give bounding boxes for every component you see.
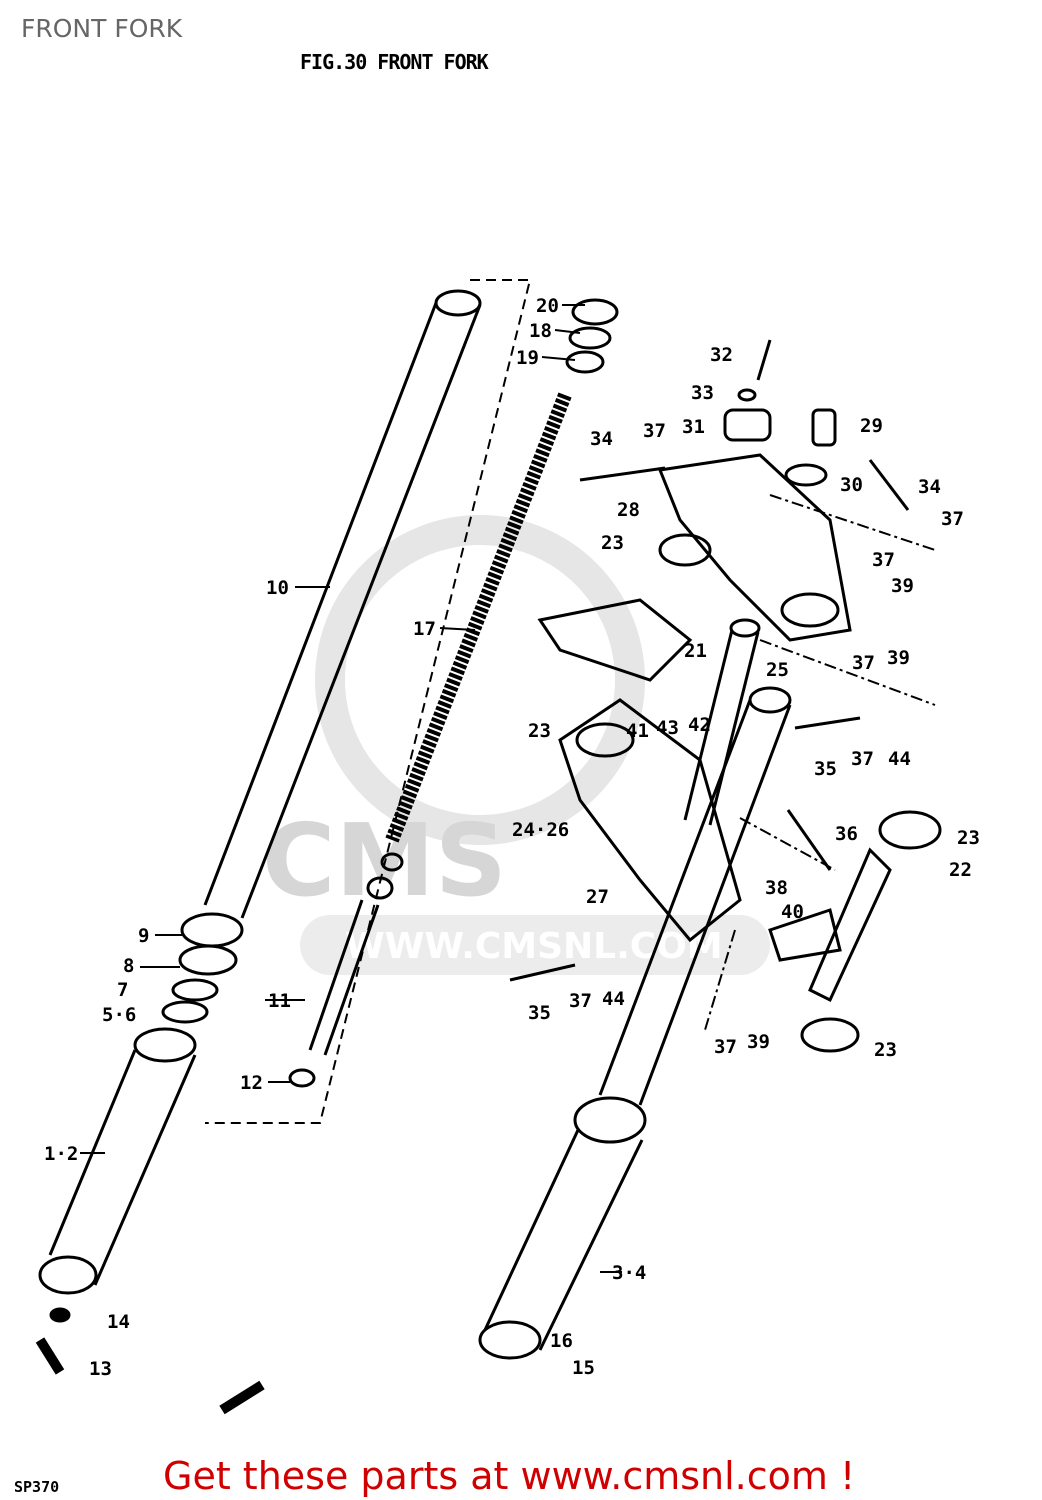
callout: 1·2 <box>44 1143 78 1165</box>
callout: 36 <box>835 823 858 845</box>
callout: 39 <box>891 575 914 597</box>
callout: 3·4 <box>612 1262 646 1284</box>
watermark-url: WWW.CMSNL.COM <box>345 926 723 967</box>
callout: 37 <box>852 652 875 674</box>
callout: 39 <box>887 647 910 669</box>
callout: 38 <box>765 877 788 899</box>
figure-title: FIG.30 FRONT FORK <box>300 50 489 74</box>
callout: 27 <box>586 886 609 908</box>
callout: 16 <box>550 1330 573 1352</box>
callout: 41 <box>626 720 649 742</box>
callout: 11 <box>268 990 291 1012</box>
callout: 37 <box>643 420 666 442</box>
callout: 24·26 <box>512 819 569 841</box>
callout: 20 <box>536 295 559 317</box>
callout: 8 <box>123 955 134 977</box>
callout: 15 <box>572 1357 595 1379</box>
callout: 39 <box>747 1031 770 1053</box>
callout: 32 <box>710 344 733 366</box>
figure-code: SP370 <box>14 1478 60 1496</box>
callout: 23 <box>874 1039 897 1061</box>
callout: 30 <box>840 474 863 496</box>
callout: 22 <box>949 859 972 881</box>
callout: 31 <box>682 416 705 438</box>
callout: 23 <box>601 532 624 554</box>
callout: 29 <box>860 415 883 437</box>
callout: 7 <box>117 979 128 1001</box>
callout: 14 <box>107 1311 130 1333</box>
callout: 23 <box>528 720 551 742</box>
callout: 5·6 <box>102 1004 136 1026</box>
callout: 35 <box>814 758 837 780</box>
callout: 19 <box>516 347 539 369</box>
callout: 34 <box>590 428 613 450</box>
callout: 43 <box>656 717 679 739</box>
callout-labels: 20 18 19 32 33 29 31 37 34 30 34 37 28 2… <box>44 295 980 1380</box>
page-title: FRONT FORK <box>21 14 183 43</box>
promo-link[interactable]: Get these parts at www.cmsnl.com ! <box>163 1454 856 1498</box>
callout: 10 <box>266 577 289 599</box>
callout: 17 <box>413 618 436 640</box>
callout: 28 <box>617 499 640 521</box>
watermark: CMS WWW.CMSNL.COM <box>262 515 770 975</box>
line-art <box>35 279 942 1415</box>
callout: 37 <box>872 549 895 571</box>
callout: 35 <box>528 1002 551 1024</box>
callout: 40 <box>781 901 804 923</box>
callout: 25 <box>766 659 789 681</box>
callout: 34 <box>918 476 941 498</box>
callout: 21 <box>684 640 707 662</box>
callout: 9 <box>138 925 149 947</box>
callout: 18 <box>529 320 552 342</box>
callout: 42 <box>688 714 711 736</box>
callout: 13 <box>89 1358 112 1380</box>
callout: 44 <box>888 748 911 770</box>
callout: 33 <box>691 382 714 404</box>
callout: 37 <box>714 1036 737 1058</box>
callout: 44 <box>602 988 625 1010</box>
callout: 37 <box>851 748 874 770</box>
callout: 37 <box>569 990 592 1012</box>
callout: 37 <box>941 508 964 530</box>
leader-lines <box>80 304 622 1273</box>
callout: 12 <box>240 1072 263 1094</box>
callout: 23 <box>957 827 980 849</box>
